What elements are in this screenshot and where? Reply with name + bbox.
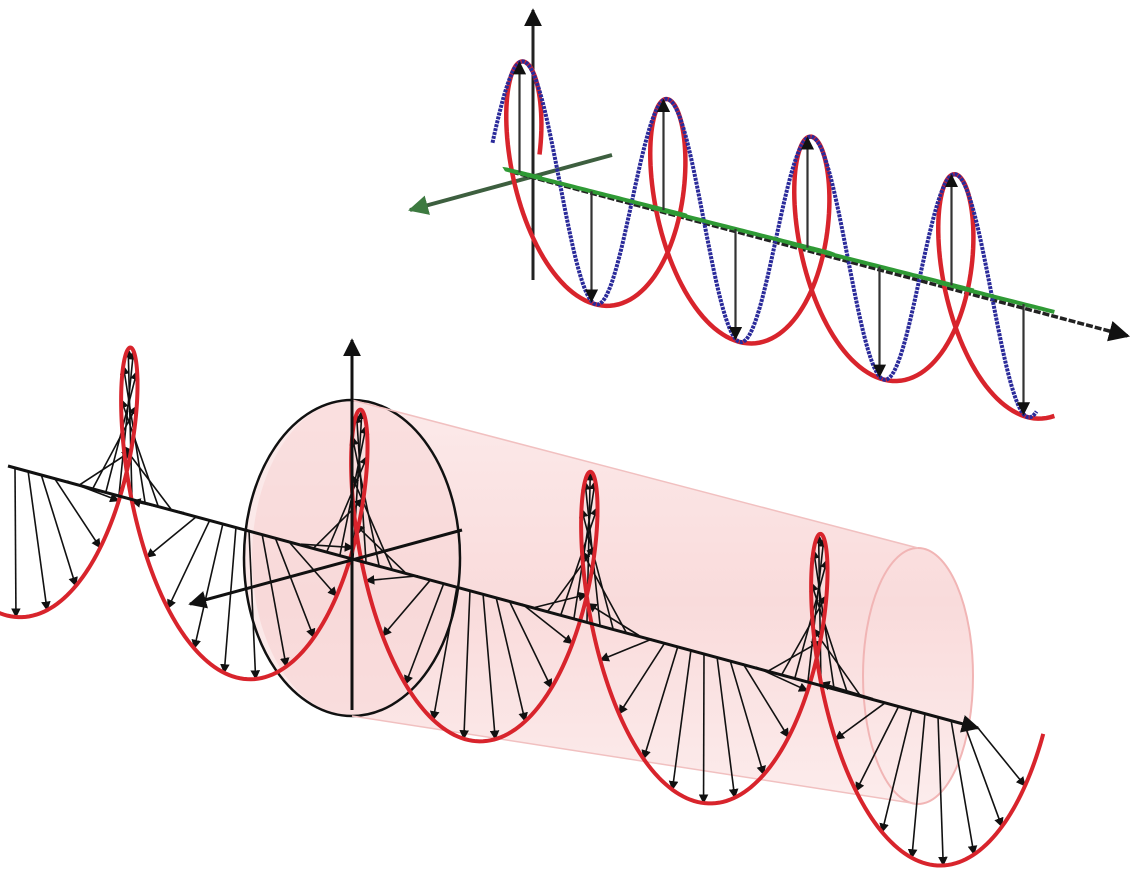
bottom-panel-field-vectors [0,340,1043,866]
field-vector [964,723,1002,826]
field-vector [28,471,47,611]
field-vector [147,516,197,557]
field-vector [15,467,16,617]
top-panel-wave-components [410,10,1128,419]
field-vector [224,527,236,673]
field-vector [168,520,210,609]
field-vector [41,474,76,586]
field-vector [121,399,158,505]
